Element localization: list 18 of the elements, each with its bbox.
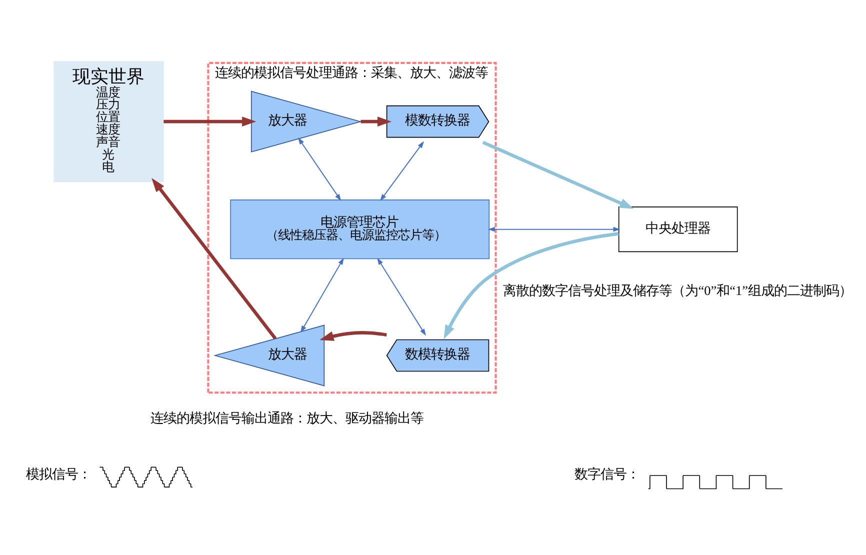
arrow	[482, 140, 634, 209]
node-box: 电源管理芯片 （线性稳压器、电源监控芯片等）	[230, 200, 490, 260]
arrow	[320, 331, 387, 341]
node-label: 连续的模拟信号输出通路：放大、驱动器输出等	[150, 410, 424, 426]
arrow	[377, 258, 426, 336]
arrow	[444, 232, 619, 340]
arrow	[164, 116, 256, 127]
arrow	[300, 258, 344, 333]
node-label: 离散的数字信号处理及储存等（为“0”和“1”组成的二进制码）	[503, 283, 852, 298]
arrow	[360, 116, 392, 127]
legend-label: 数字信号：	[574, 466, 640, 482]
legend-label: 模拟信号：	[26, 466, 91, 482]
arrow	[380, 141, 424, 202]
arrow	[152, 178, 277, 340]
arrow	[298, 138, 342, 201]
node-box: 现实世界 温度 压力 位置 速度 声音 光 电	[54, 61, 164, 182]
arrow	[488, 226, 620, 232]
node-box: 中央处理器	[618, 206, 738, 252]
